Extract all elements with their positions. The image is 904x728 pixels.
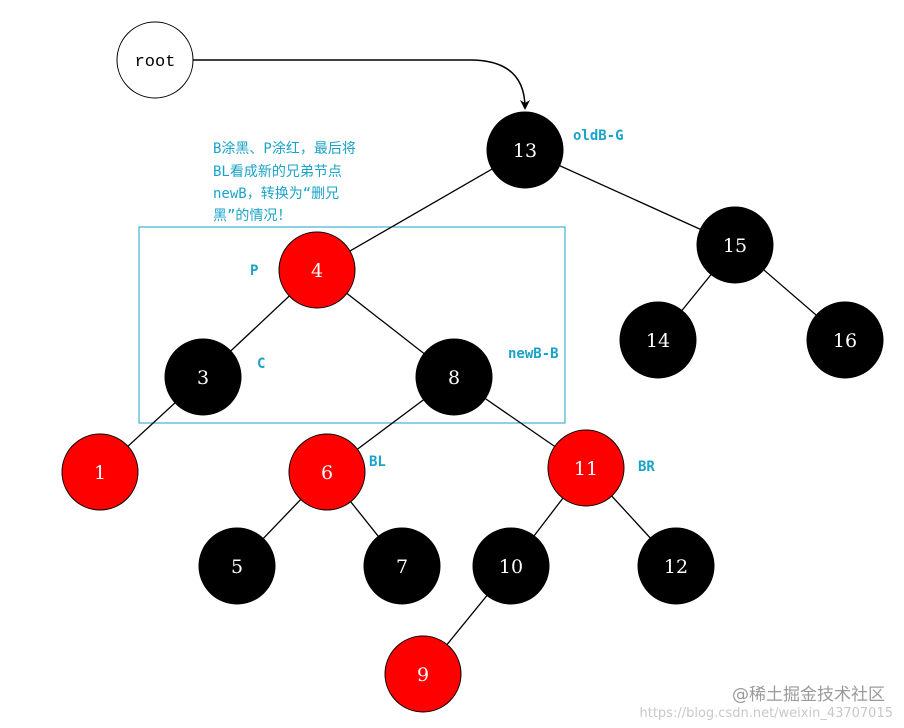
root-arrow xyxy=(193,59,530,110)
node-circle-13 xyxy=(486,111,564,189)
annotation-BL: BL xyxy=(369,454,386,470)
node-label-6: 6 xyxy=(321,462,333,484)
tree-node-11: 11 xyxy=(547,429,625,507)
annotation-BR: BR xyxy=(638,459,655,475)
tree-node-4: 4 xyxy=(278,231,356,309)
note-line-2: BL看成新的兄弟节点 xyxy=(213,164,342,180)
annotation-C: C xyxy=(257,356,265,372)
annotation-newB: newB-B xyxy=(508,346,559,362)
node-circle-10 xyxy=(472,527,550,605)
watermark-brand: @稀土掘金技术社区 xyxy=(732,685,885,705)
node-label-9: 9 xyxy=(417,664,429,686)
node-label-11: 11 xyxy=(574,458,598,480)
node-circle-11 xyxy=(547,429,625,507)
node-circle-6 xyxy=(288,433,366,511)
tree-node-7: 7 xyxy=(363,527,441,605)
note-line-1: B涂黑、P涂红，最后将 xyxy=(213,141,356,157)
node-label-8: 8 xyxy=(448,367,460,389)
node-label-16: 16 xyxy=(833,330,857,352)
tree-node-12: 12 xyxy=(637,527,715,605)
node-label-12: 12 xyxy=(664,556,688,578)
node-label-3: 3 xyxy=(197,367,209,389)
annotation-P: P xyxy=(250,263,258,279)
tree-node-15: 15 xyxy=(696,206,774,284)
node-circle-4 xyxy=(278,231,356,309)
node-label-5: 5 xyxy=(231,556,243,578)
tree-node-13: 13 xyxy=(486,111,564,189)
node-circle-3 xyxy=(164,338,242,416)
root-label: root xyxy=(135,53,176,72)
node-circle-9 xyxy=(384,635,462,713)
node-circle-14 xyxy=(619,301,697,379)
node-circle-8 xyxy=(415,338,493,416)
node-label-10: 10 xyxy=(499,556,523,578)
tree-node-6: 6 xyxy=(288,433,366,511)
node-circle-16 xyxy=(806,301,884,379)
tree-node-10: 10 xyxy=(472,527,550,605)
node-label-7: 7 xyxy=(396,556,408,578)
node-circle-5 xyxy=(198,527,276,605)
subtree-highlight-box xyxy=(138,226,566,424)
tree-node-14: 14 xyxy=(619,301,697,379)
node-label-4: 4 xyxy=(311,260,323,282)
tree-node-16: 16 xyxy=(806,301,884,379)
explanation-note: B涂黑、P涂红，最后将 BL看成新的兄弟节点 newB，转换为“删兄 黑”的情况… xyxy=(213,141,356,224)
note-line-4: 黑”的情况！ xyxy=(213,208,291,224)
tree-edge-n13-n4 xyxy=(316,149,526,271)
node-circle-1 xyxy=(61,433,139,511)
tree-node-8: 8 xyxy=(415,338,493,416)
node-label-15: 15 xyxy=(723,235,747,257)
tree-node-5: 5 xyxy=(198,527,276,605)
node-label-1: 1 xyxy=(94,462,106,484)
node-circle-7 xyxy=(363,527,441,605)
node-circle-15 xyxy=(696,206,774,284)
watermark-url: https://blog.csdn.net/weixin_43707015 xyxy=(639,706,893,721)
annotation-oldB: oldB-G xyxy=(573,128,624,144)
tree-node-9: 9 xyxy=(384,635,462,713)
root-pointer: root xyxy=(116,21,530,110)
tree-node-3: 3 xyxy=(164,338,242,416)
tree-node-1: 1 xyxy=(61,433,139,511)
node-circle-12 xyxy=(637,527,715,605)
node-label-13: 13 xyxy=(513,140,537,162)
node-label-14: 14 xyxy=(646,330,670,352)
note-line-3: newB，转换为“删兄 xyxy=(213,185,339,202)
